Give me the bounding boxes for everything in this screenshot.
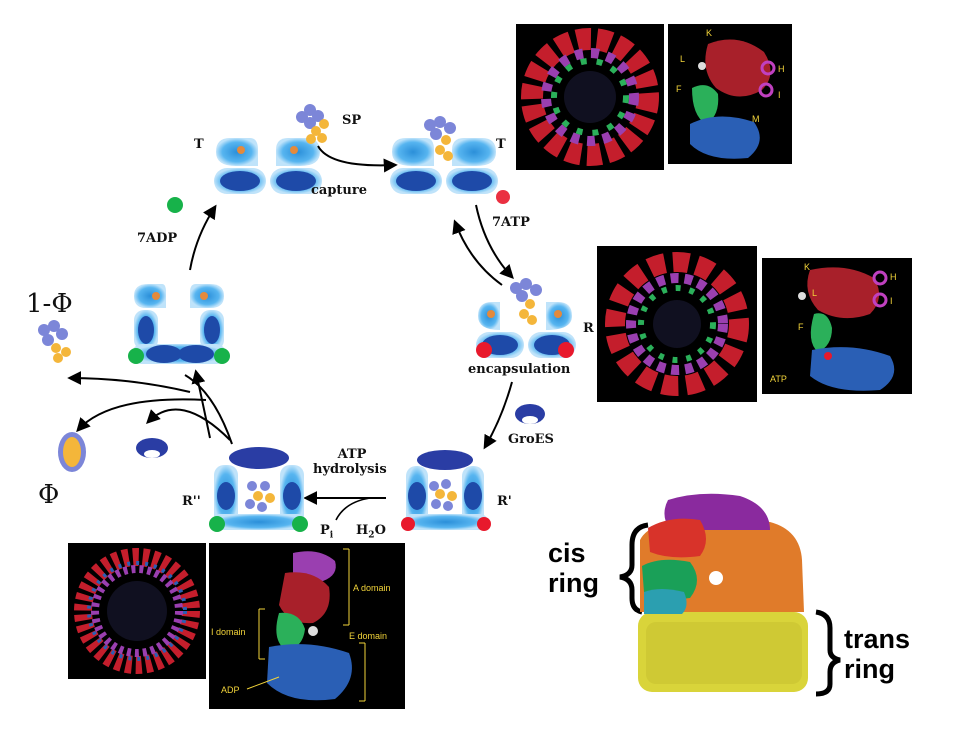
released-unfolded-substrate — [38, 320, 71, 363]
rpp-state-ring-structure — [68, 543, 206, 679]
atp-dot — [496, 190, 510, 204]
atp-binding-label: 7ATP — [492, 215, 530, 230]
state-R — [476, 278, 576, 358]
adp-dot — [167, 197, 183, 213]
released-groes — [136, 438, 168, 458]
rpp-label-i-domain: I domain — [211, 627, 246, 637]
state-R-double-prime — [209, 447, 308, 532]
r-label-f: F — [798, 322, 804, 332]
state-T-right-label: T — [496, 137, 506, 152]
cis-bracket — [619, 522, 649, 615]
hydrolysis-branch — [335, 497, 371, 521]
trans-bracket — [815, 609, 841, 697]
state-T-right — [390, 116, 498, 194]
r-label-i: I — [890, 296, 893, 306]
rpp-label-adp: ADP — [221, 685, 240, 695]
rpp-state-subunit-structure: A domain I domain E domain ADP — [209, 543, 405, 709]
r-state-subunit-structure: K H L F I ATP — [762, 258, 912, 394]
groel-groes-complex — [638, 493, 808, 692]
encapsulation-label: encapsulation — [468, 362, 571, 377]
state-R-double-prime-label: R'' — [182, 494, 201, 509]
phosphate-label: Pi — [320, 523, 334, 541]
adp-release-arrow — [189, 204, 217, 271]
state-T-left-label: T — [194, 137, 204, 152]
rpp-label-a-domain: A domain — [353, 583, 391, 593]
capture-label: capture — [311, 183, 368, 198]
t-label-f: F — [676, 84, 682, 94]
r-label-l: L — [812, 288, 818, 298]
adp-release-label: 7ADP — [137, 231, 178, 246]
substrate-label: SP — [342, 113, 362, 128]
one-minus-phi-label: 1-Φ — [26, 289, 73, 319]
release-misfolded-arrow — [67, 371, 191, 393]
state-R-label: R — [583, 321, 594, 336]
groes-release-arrow — [146, 408, 231, 441]
released-folded-substrate — [58, 432, 86, 472]
atp-release-arrow — [452, 219, 503, 286]
state-R-prime-label: R' — [497, 494, 512, 509]
capture-arrow — [317, 145, 398, 173]
cis-ring-label: cis ring — [548, 538, 599, 598]
t-label-i: I — [778, 90, 781, 100]
t-label-k: K — [706, 28, 713, 38]
t-state-ring-structure — [516, 24, 664, 170]
state-open-adp — [128, 284, 230, 364]
rpp-label-e-domain: E domain — [349, 631, 388, 641]
r-label-h: H — [890, 272, 897, 282]
t-label-m: M — [752, 114, 760, 124]
r-label-k: K — [804, 262, 811, 272]
substrate-protein — [296, 104, 329, 144]
water-label: H2O — [356, 523, 386, 541]
t-state-subunit-structure: K L H F I M — [668, 24, 792, 164]
release-arc — [184, 374, 233, 445]
release-folded-arrow — [76, 398, 207, 433]
state-T-left — [214, 138, 322, 194]
encapsulation-arrow — [483, 381, 513, 450]
phi-label: Φ — [38, 480, 60, 510]
groes-label: GroES — [508, 432, 554, 447]
r-label-atp: ATP — [770, 374, 787, 384]
trans-ring-label: trans ring — [844, 624, 911, 684]
t-label-l: L — [680, 54, 686, 64]
atp-hydrolysis-line1: ATP — [337, 447, 367, 462]
atp-binding-arrow — [475, 204, 514, 280]
atp-hydrolysis-line2: hydrolysis — [313, 462, 387, 477]
r-state-ring-structure — [597, 246, 757, 402]
t-label-h: H — [778, 64, 785, 74]
state-R-prime — [401, 450, 491, 531]
return-arrow — [191, 369, 211, 439]
